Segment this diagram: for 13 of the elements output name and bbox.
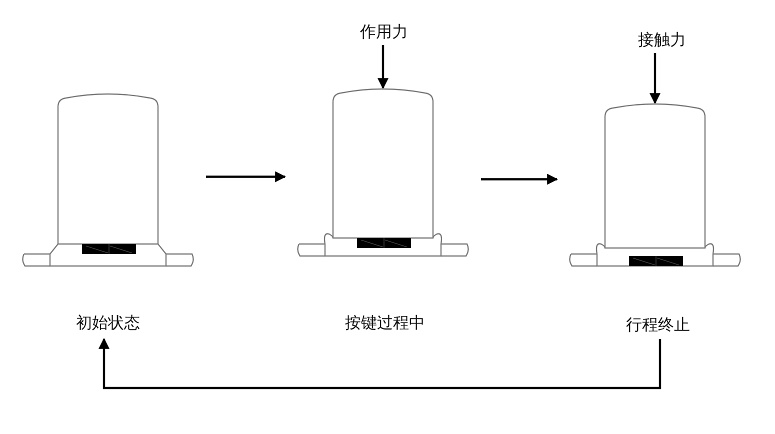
force-label: 作用力	[360, 22, 408, 42]
stage-label: 行程终止	[626, 315, 690, 335]
arrow	[378, 45, 388, 90]
force-label: 接触力	[638, 30, 686, 50]
stage-label: 初始状态	[76, 313, 140, 333]
key-drawing	[567, 103, 743, 268]
stage-label: 按键过程中	[345, 313, 425, 333]
arrow	[481, 174, 558, 185]
arrow	[206, 171, 286, 182]
arrow	[98, 338, 662, 390]
key-drawing	[295, 88, 471, 258]
arrow	[650, 53, 660, 104]
key-drawing	[20, 93, 196, 268]
